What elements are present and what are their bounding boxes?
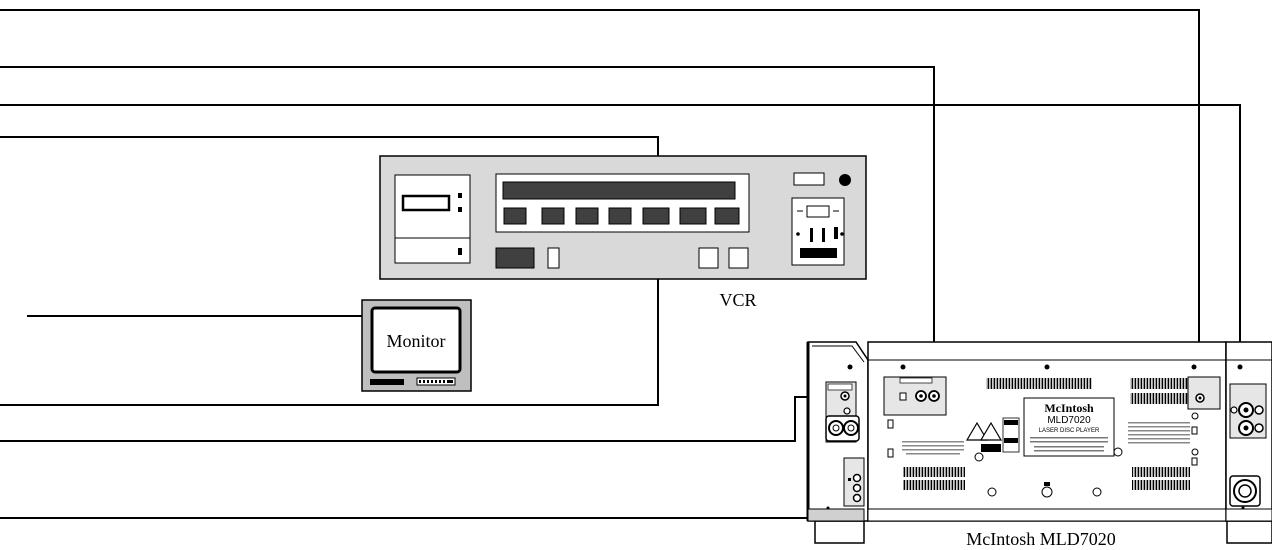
vcr-button-6[interactable]	[679, 207, 707, 225]
cable-1	[0, 9, 1200, 392]
vcr-square-button-1[interactable]	[698, 247, 719, 269]
player-right-jack-plate	[1187, 376, 1221, 410]
vcr-button-4[interactable]	[608, 207, 632, 225]
vcr-button-7[interactable]	[714, 207, 740, 225]
vcr-button-5[interactable]	[642, 207, 670, 225]
player-vent-mid-right	[1132, 467, 1190, 477]
player-vent-top-center	[986, 378, 1092, 389]
vcr-button-2[interactable]	[541, 207, 565, 225]
vcr-led	[839, 174, 851, 186]
warning-label	[1002, 417, 1020, 453]
warning-triangle-2	[979, 421, 1003, 441]
panel-model: MLD7020	[1047, 415, 1091, 426]
vcr-transport-buttons	[503, 207, 740, 225]
monitor-control-block	[370, 379, 404, 385]
vcr-power-block	[495, 247, 535, 269]
mcintosh-mld7020: McIntosh MLD7020 LASER DISC PLAYER	[806, 341, 1272, 549]
player-vent-top-right-1	[1130, 378, 1190, 389]
vcr-indicator	[793, 172, 825, 186]
monitor: Monitor	[361, 299, 472, 392]
cable-7	[0, 396, 828, 442]
player-label: McIntosh MLD7020	[966, 529, 1116, 549]
player-vent-top-right-2	[1130, 393, 1190, 404]
vcr-tape-bay	[394, 174, 471, 264]
cables	[0, 9, 1241, 519]
cable-8	[0, 508, 835, 519]
panel-logo: McIntosh	[1044, 401, 1094, 415]
player-left-jack-plate-2	[843, 457, 865, 507]
player-foot-right	[1226, 520, 1272, 544]
vcr-cassette-slot	[401, 194, 451, 212]
monitor-label: Monitor	[386, 331, 445, 351]
player-foot-left	[814, 520, 865, 544]
cable-2	[0, 66, 935, 393]
vcr-small-switch	[547, 247, 560, 269]
panel-subtitle: LASER DISC PLAYER	[1039, 428, 1100, 434]
monitor-screen	[370, 306, 462, 374]
vcr-square-button-2[interactable]	[728, 247, 749, 269]
cable-4-to-vcr	[0, 136, 659, 156]
player-vent-bottom-left	[903, 467, 965, 477]
vcr: VCR	[379, 155, 867, 310]
cable-5-from-vcr	[0, 279, 659, 406]
cable-3	[0, 104, 1241, 395]
vcr-label: VCR	[719, 290, 756, 310]
warning-triangle-1	[965, 421, 989, 441]
vcr-button-3[interactable]	[575, 207, 599, 225]
vcr-button-1[interactable]	[503, 207, 527, 225]
vcr-display	[502, 181, 736, 200]
